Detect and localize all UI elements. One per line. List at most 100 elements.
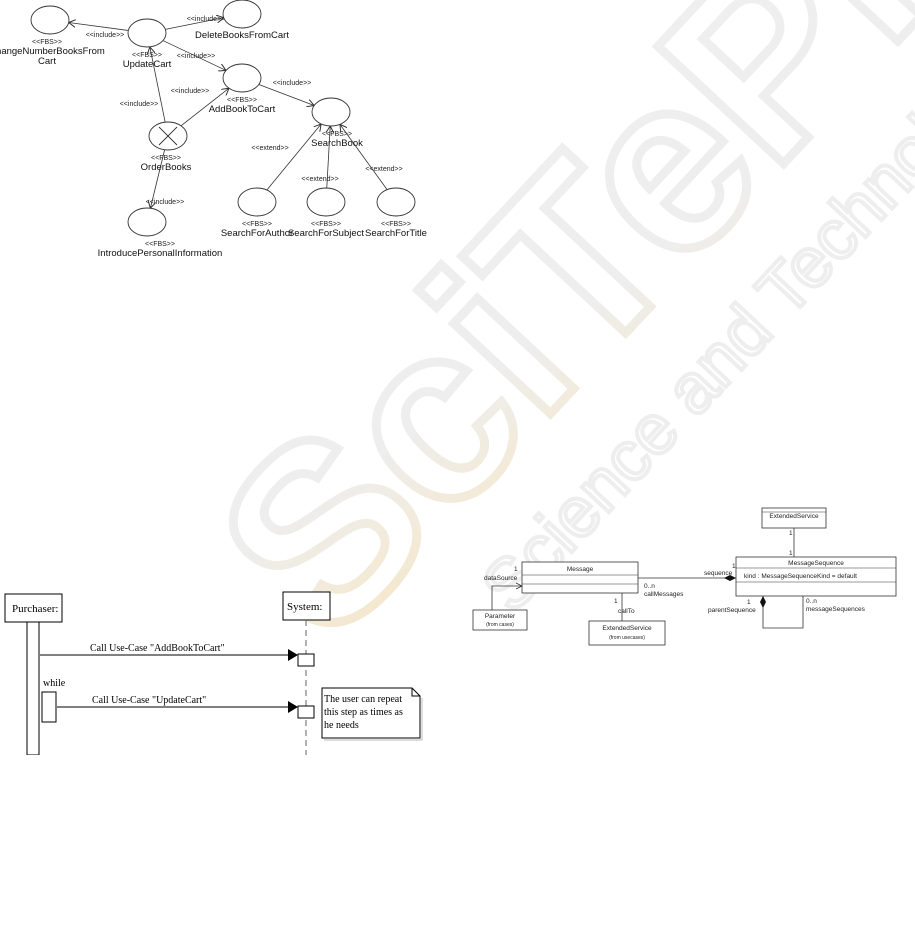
usecase-delete xyxy=(222,0,262,29)
composition-diamond-sequence xyxy=(724,575,736,581)
edge-title-search xyxy=(340,124,388,190)
class-message-sequence-name: MessageSequence xyxy=(788,560,844,567)
message-update-arrowhead xyxy=(288,701,298,713)
call-messages-label: callMessages xyxy=(644,591,684,598)
assoc-data-source xyxy=(491,585,522,610)
sequence-diagram: Purchaser: System: Call Use-Case "AddBoo… xyxy=(4,591,423,755)
note-line-1: The user can repeat xyxy=(324,694,402,705)
self-association xyxy=(762,596,804,629)
usecase-search xyxy=(311,97,351,127)
mult-ds: 1 xyxy=(514,566,518,573)
edge-label-update-change: <<include>> xyxy=(86,32,125,39)
edge-add-search xyxy=(258,84,314,105)
usecase-intro xyxy=(127,207,167,237)
usecase-update-label: UpdateCart xyxy=(123,59,172,70)
edge-order-update xyxy=(150,47,166,123)
usecase-author-stereotype: <<FBS>> xyxy=(242,221,272,228)
usecase-order-label: OrderBooks xyxy=(141,162,192,173)
actor-box xyxy=(4,593,63,623)
usecase-order-stereotype: <<FBS>> xyxy=(151,155,181,162)
data-source-label: dataSource xyxy=(484,575,518,582)
usecase-title-stereotype: <<FBS>> xyxy=(381,221,411,228)
sequence-label: sequence xyxy=(704,570,733,577)
composition-diamond-parent xyxy=(760,596,766,608)
usecase-author xyxy=(237,187,277,217)
usecase-author-label: SearchForAuthor xyxy=(221,228,293,239)
edge-label-order-update: <<include>> xyxy=(120,101,159,108)
note-line-2: this step as times as xyxy=(324,707,403,718)
mult-ext: 1 xyxy=(789,530,793,537)
edge-label-author-search: <<extend>> xyxy=(251,145,288,152)
mult-seq: 1 xyxy=(732,563,736,570)
message-update-label: Call Use-Case "UpdateCart" xyxy=(92,695,206,706)
class-extended-service-bottom xyxy=(588,620,666,646)
usecase-subject-label: SearchForSubject xyxy=(288,228,364,239)
class-diagram: ExtendedService 1 1 MessageSequence kind… xyxy=(472,507,897,646)
usecase-change-stereotype: <<FBS>> xyxy=(32,39,62,46)
usecase-subject xyxy=(306,187,346,217)
usecase-intro-stereotype: <<FBS>> xyxy=(145,241,175,248)
actor-label: Purchaser: xyxy=(12,603,58,615)
mult-msgseq: 0..n xyxy=(806,598,817,605)
class-message xyxy=(521,561,639,594)
edge-label-subject-search: <<extend>> xyxy=(301,176,338,183)
edge-label-order-intro: <<include>> xyxy=(146,199,185,206)
class-message-sequence-attr: kind : MessageSequenceKind = default xyxy=(744,573,857,580)
usecase-add-label: AddBookToCart xyxy=(209,104,276,115)
class-parameter-pkg: (from cases) xyxy=(486,622,514,628)
activation-update xyxy=(297,705,315,719)
edge-update-add xyxy=(162,40,226,71)
usecase-change xyxy=(30,5,70,35)
note: The user can repeat this step as times a… xyxy=(321,687,423,741)
usecase-delete-label: DeleteBooksFromCart xyxy=(195,30,289,41)
class-extended-service-bottom-name: ExtendedService xyxy=(602,625,652,632)
parent-sequence-label: parentSequence xyxy=(708,607,756,614)
loop-box xyxy=(41,691,57,723)
message-add-arrowhead xyxy=(288,649,298,661)
usecase-change-label: Cart xyxy=(38,56,56,67)
activation-add xyxy=(297,653,315,667)
edge-author-search xyxy=(266,124,321,191)
edge-order-add xyxy=(180,88,229,127)
mult-parent: 1 xyxy=(747,599,751,606)
usecase-title xyxy=(376,187,416,217)
usecase-title-label: SearchForTitle xyxy=(365,228,427,239)
edge-update-delete xyxy=(165,18,223,30)
class-parameter-name: Parameter xyxy=(485,613,516,620)
mult-ext-seq: 1 xyxy=(789,550,793,557)
call-to-label: callTo xyxy=(618,608,635,615)
actor-activation xyxy=(26,621,40,755)
class-message-name: Message xyxy=(567,566,594,573)
usecase-add-stereotype: <<FBS>> xyxy=(227,97,257,104)
edge-label-add-search: <<include>> xyxy=(273,80,312,87)
mult-call-to: 1 xyxy=(614,598,618,605)
usecase-order-cross-icon xyxy=(158,126,178,146)
class-extended-service-bottom-pkg: (from usecases) xyxy=(609,635,645,641)
edge-label-title-search: <<extend>> xyxy=(365,166,402,173)
usecase-intro-label: IntroducePersonalInformation xyxy=(98,248,223,259)
usecase-change-label: ChangeNumberBooksFrom xyxy=(0,46,105,57)
edge-label-order-add: <<include>> xyxy=(171,88,210,95)
edge-subject-search xyxy=(327,126,330,189)
system-label: System: xyxy=(287,601,322,613)
usecase-subject-stereotype: <<FBS>> xyxy=(311,221,341,228)
edge-label-update-delete: <<include>> xyxy=(187,16,226,23)
usecase-update xyxy=(127,18,167,48)
message-sequences-label: messageSequences xyxy=(806,606,866,613)
class-extended-service-top-name: ExtendedService xyxy=(769,513,819,520)
class-message-sequence xyxy=(735,556,897,597)
system-box xyxy=(282,591,331,621)
edge-label-update-add: <<include>> xyxy=(177,53,216,60)
edge-order-intro xyxy=(150,149,166,208)
usecase-search-stereotype: <<FBS>> xyxy=(322,131,352,138)
note-line-3: he needs xyxy=(324,720,359,731)
message-add-label: Call Use-Case "AddBookToCart" xyxy=(90,643,225,654)
edge-update-change xyxy=(69,23,129,31)
loop-label: while xyxy=(43,678,66,689)
usecase-add xyxy=(222,63,262,93)
class-parameter xyxy=(472,609,528,631)
mult-0n: 0..n xyxy=(644,583,655,590)
usecase-update-stereotype: <<FBS>> xyxy=(132,52,162,59)
